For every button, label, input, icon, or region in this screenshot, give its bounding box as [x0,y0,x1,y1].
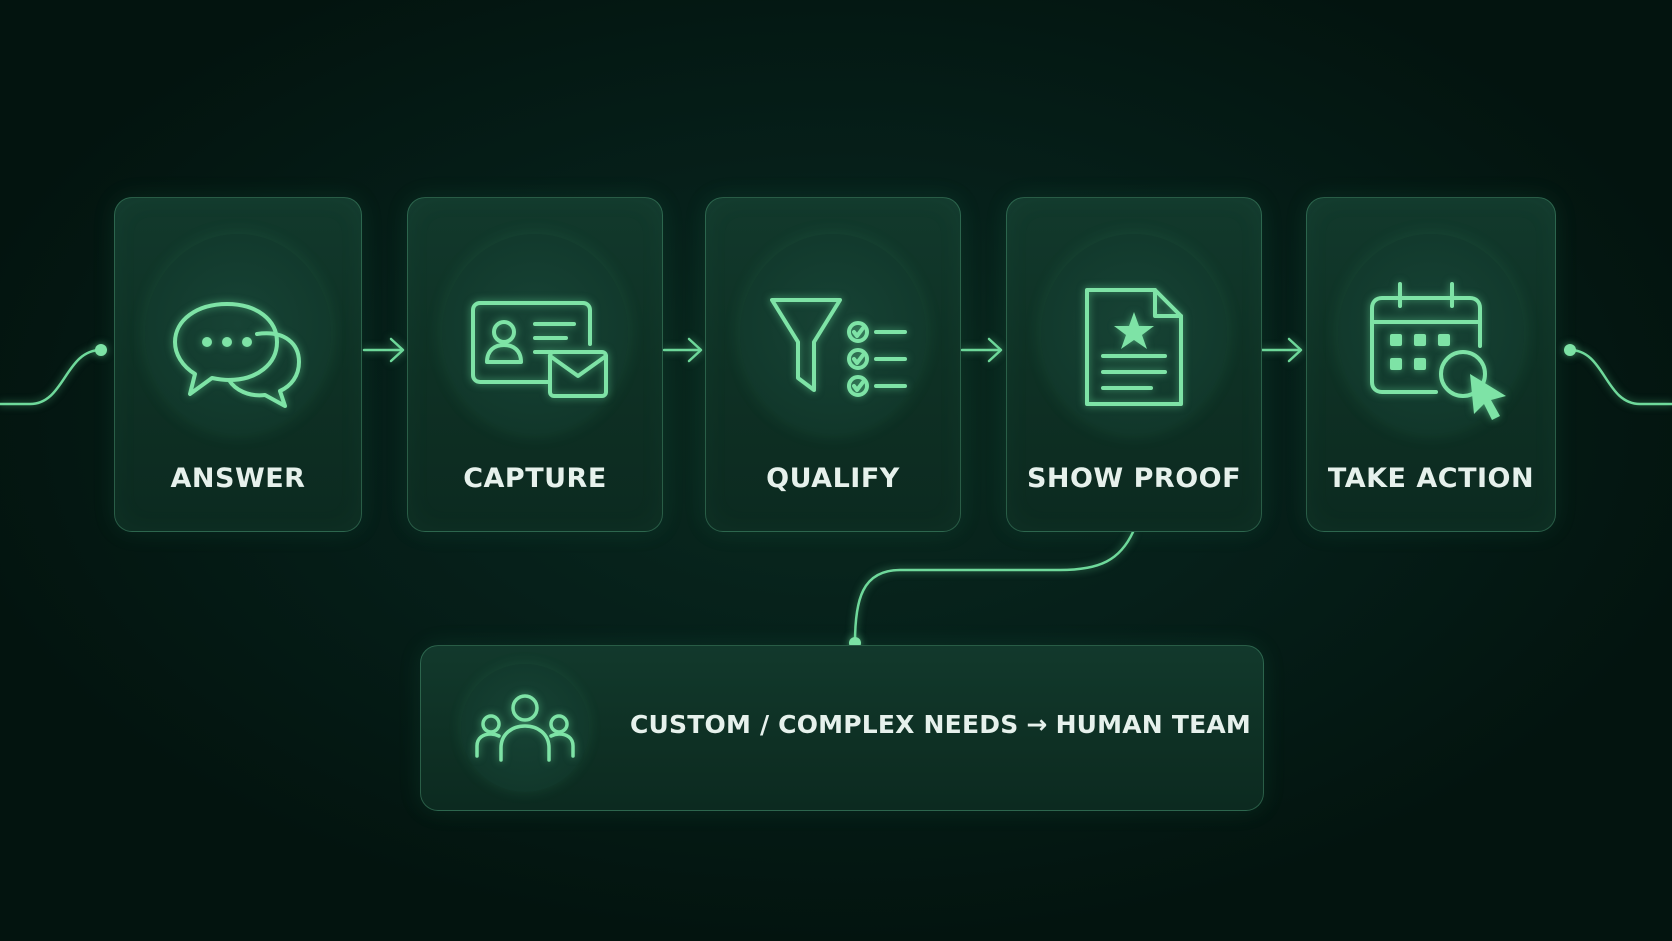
escalation-connector [853,530,1135,645]
step-label: SHOW PROOF [1026,463,1242,494]
step-card-qualify: QUALIFY [705,197,961,532]
document-star-icon [1085,288,1183,406]
escalation-text-before: CUSTOM / COMPLEX NEEDS [630,710,1019,739]
step-card-show-proof: SHOW PROOF [1006,197,1262,532]
connector-dot-left [95,344,107,356]
calendar-cursor-icon [1370,282,1506,420]
escalation-text-after: HUMAN TEAM [1055,710,1251,739]
icon-circle [1338,234,1524,434]
team-icon [475,694,575,762]
arrow-qualify-proof [960,337,1003,363]
step-label: ANSWER [170,463,306,494]
contact-card-envelope-icon [471,301,608,398]
icon-circle [145,234,331,434]
arrow-proof-action [1260,337,1303,363]
step-card-capture: CAPTURE [407,197,663,532]
icon-circle [442,234,628,434]
step-card-take-action: TAKE ACTION [1306,197,1556,532]
step-label: TAKE ACTION [1327,463,1535,494]
funnel-checklist-icon [770,298,907,397]
chat-bubbles-icon [173,302,301,408]
icon-circle [1041,234,1227,434]
icon-circle [740,234,926,434]
arrow-capture-qualify [662,337,703,363]
outgoing-connector [1568,348,1672,406]
step-label: QUALIFY [766,463,900,494]
step-label: CAPTURE [463,463,607,494]
arrow-answer-capture [362,337,405,363]
escalation-icon-circle [461,664,589,792]
escalation-text: CUSTOM / COMPLEX NEEDS→HUMAN TEAM [630,710,1251,739]
connector-dot-right [1564,344,1576,356]
step-card-answer: ANSWER [114,197,362,532]
escalation-arrow: → [1026,710,1048,739]
incoming-connector [0,348,103,406]
escalation-card: CUSTOM / COMPLEX NEEDS→HUMAN TEAM [420,645,1264,811]
